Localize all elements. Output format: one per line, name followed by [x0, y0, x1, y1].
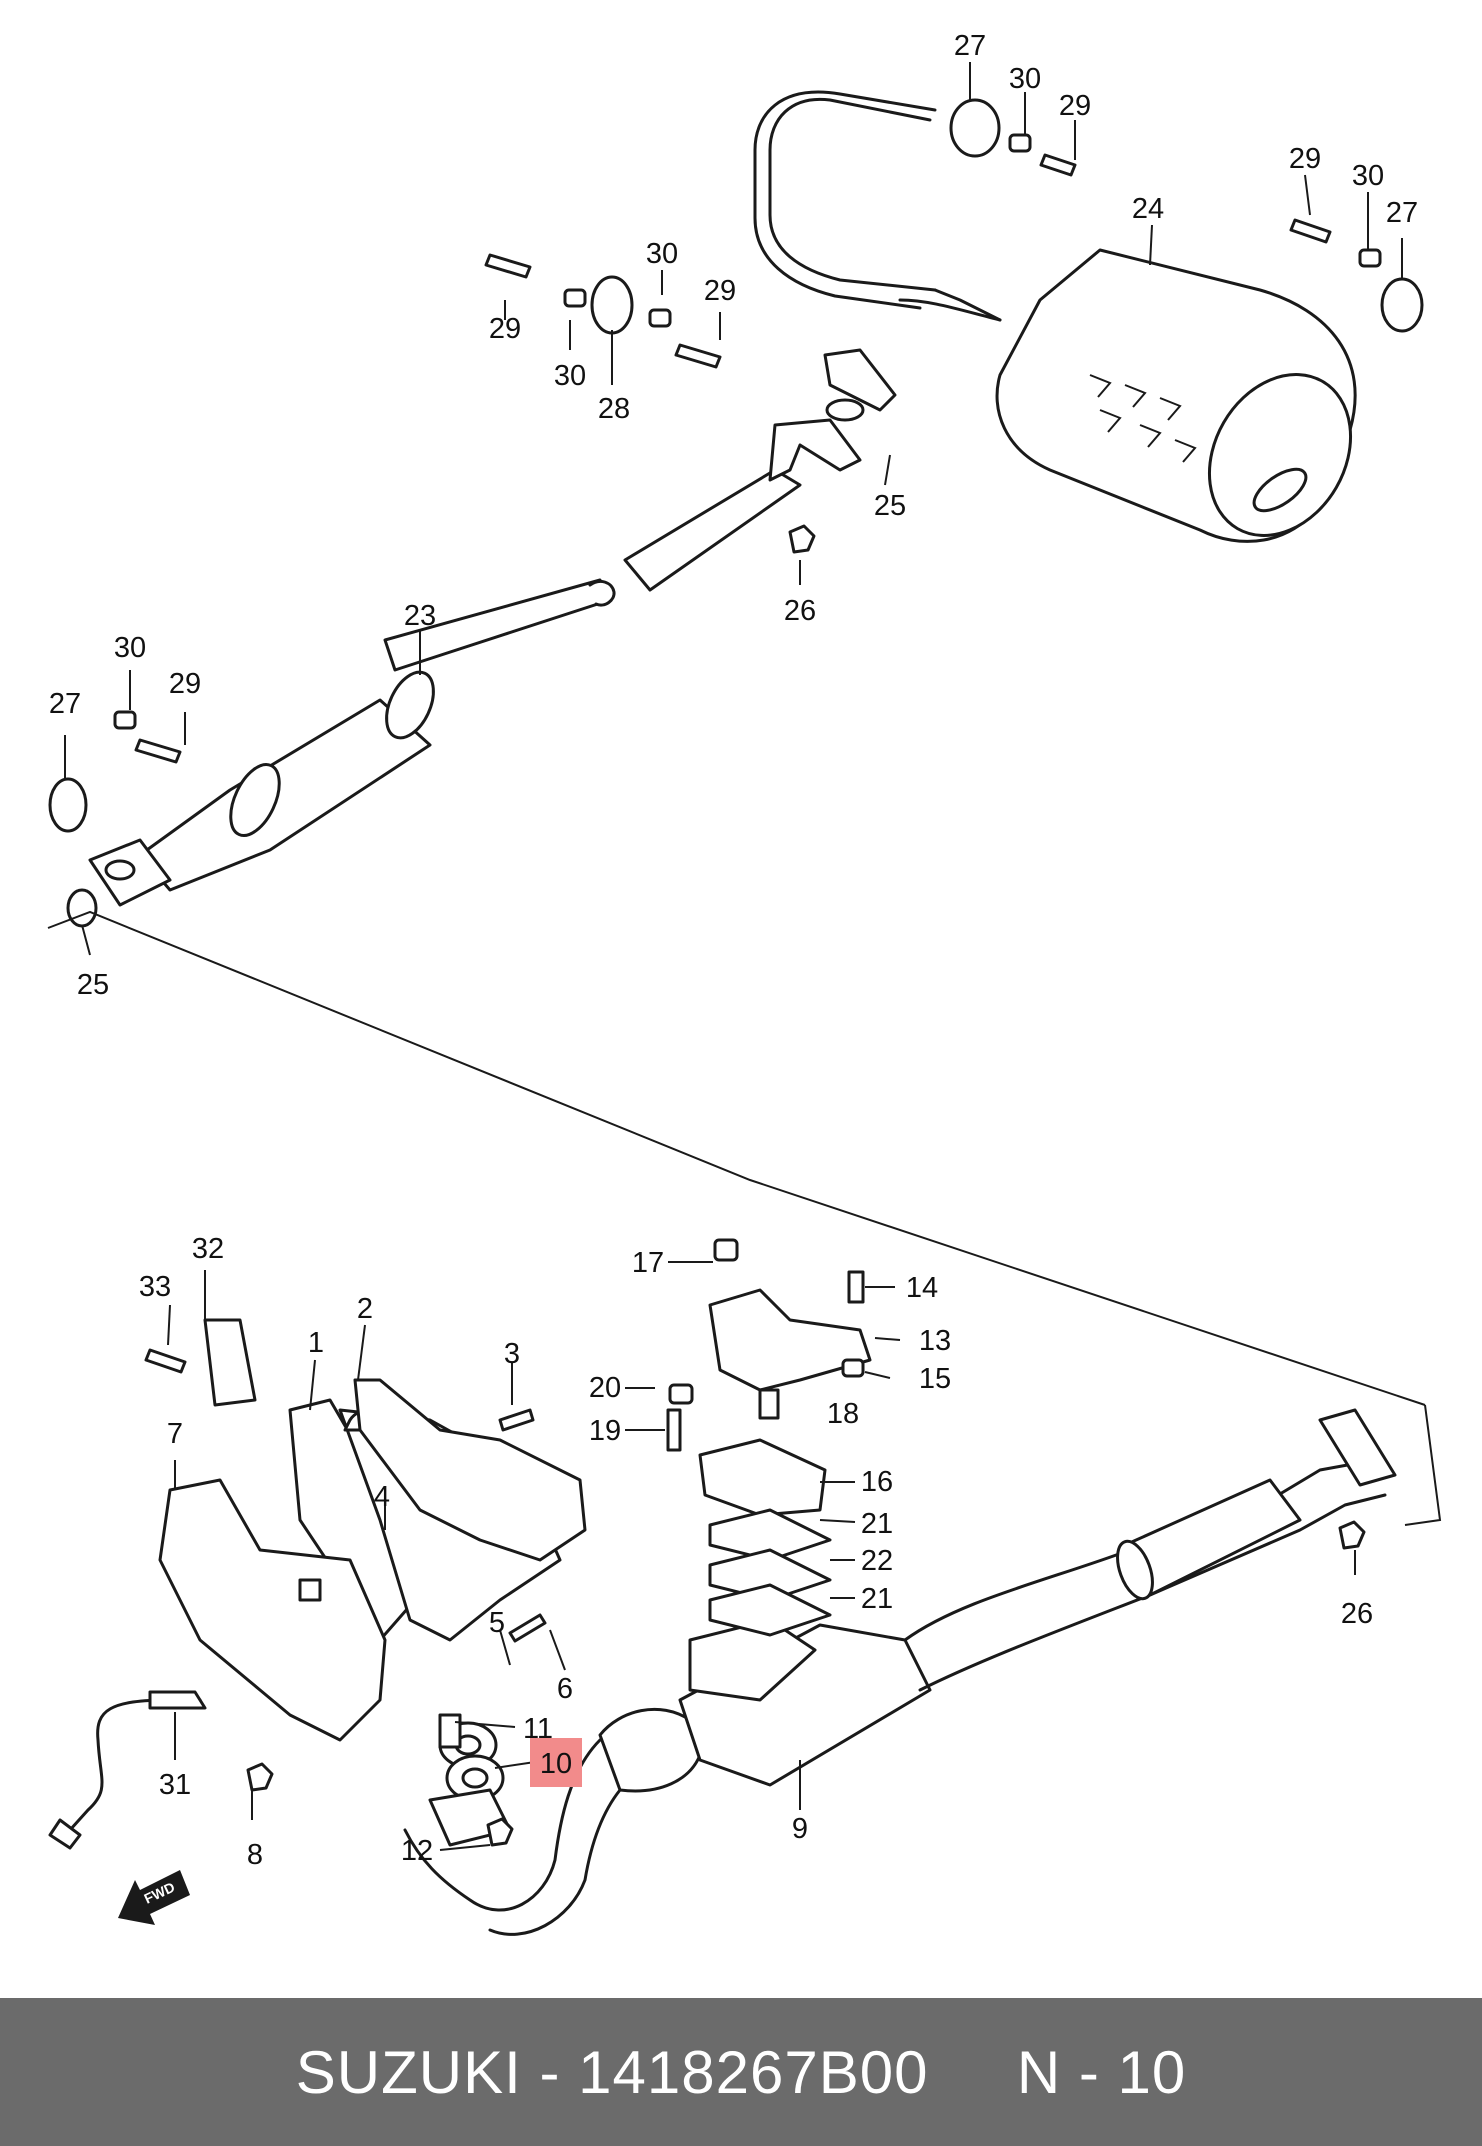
rear-tailpipe-hanger-loop	[753, 90, 1002, 322]
callout-27: 27	[1386, 197, 1418, 229]
callout-30: 30	[1352, 160, 1384, 192]
callout-15: 15	[919, 1363, 951, 1395]
callout-27: 27	[49, 688, 81, 720]
callout-30: 30	[646, 238, 678, 270]
callout-3: 3	[504, 1338, 520, 1370]
oxygen-sensor	[48, 1690, 207, 1850]
center-pipe	[383, 418, 862, 672]
mount-brackets	[203, 1288, 872, 1637]
callout-29: 29	[489, 313, 521, 345]
callout-14: 14	[906, 1272, 938, 1304]
callout-2: 2	[357, 1293, 373, 1325]
callout-8: 8	[247, 1839, 263, 1871]
leader-lines	[64, 62, 1403, 1851]
callout-21: 21	[861, 1583, 893, 1615]
callout-32: 32	[192, 1233, 224, 1265]
callout-30: 30	[114, 632, 146, 664]
front-pipe-resonator	[66, 670, 435, 928]
callout-26: 26	[1341, 1598, 1373, 1630]
callout-21: 21	[861, 1508, 893, 1540]
callout-17: 17	[632, 1247, 664, 1279]
callout-9: 9	[792, 1813, 808, 1845]
callout-29: 29	[704, 275, 736, 307]
callout-labels: 27 30 29 24 29 30 27 30 29 29 30 28 25 2…	[49, 30, 1418, 1871]
callout-25: 25	[77, 969, 109, 1001]
manifold-gasket	[353, 1378, 587, 1562]
callout-6: 6	[557, 1673, 573, 1705]
callout-22: 22	[861, 1545, 893, 1577]
part-number-text: SUZUKI - 1418267B00 N - 10	[295, 2038, 1187, 2106]
rear-muffler	[898, 248, 1357, 543]
callout-4: 4	[374, 1481, 390, 1513]
callout-24: 24	[1132, 193, 1164, 225]
callout-33: 33	[139, 1271, 171, 1303]
fasteners-lower	[144, 1238, 1366, 1847]
callout-29: 29	[1059, 90, 1091, 122]
callout-1: 1	[308, 1327, 324, 1359]
callout-29: 29	[1289, 143, 1321, 175]
callout-19: 19	[589, 1415, 621, 1447]
forward-direction-arrow: FWD	[118, 1870, 190, 1925]
callout-26: 26	[784, 595, 816, 627]
callout-7: 7	[167, 1418, 183, 1450]
manifold-heat-cover	[158, 1478, 387, 1742]
highlight-box-10	[530, 1738, 582, 1787]
callout-18: 18	[827, 1398, 859, 1430]
callout-20: 20	[589, 1372, 621, 1404]
callout-30: 30	[1009, 63, 1041, 95]
callout-12: 12	[401, 1835, 433, 1867]
callout-29: 29	[169, 668, 201, 700]
callout-23: 23	[404, 600, 436, 632]
assembly-divider-lines	[47, 910, 1442, 1526]
exhaust-parts-diagram: FWD 27 30 29 24 29 30 27 30 29 29 30 28 …	[47, 30, 1442, 1936]
callout-16: 16	[861, 1466, 893, 1498]
callout-31: 31	[159, 1769, 191, 1801]
muffler-inlet-flange	[823, 348, 897, 422]
callout-27: 27	[954, 30, 986, 62]
callout-25: 25	[874, 490, 906, 522]
hangers-upper	[48, 98, 1424, 833]
callout-30: 30	[554, 360, 586, 392]
callout-10-highlighted: 10	[540, 1748, 572, 1780]
part-number-footer: SUZUKI - 1418267B00 N - 10	[0, 1998, 1482, 2146]
callout-28: 28	[598, 393, 630, 425]
callout-5: 5	[489, 1607, 505, 1639]
callout-13: 13	[919, 1325, 951, 1357]
